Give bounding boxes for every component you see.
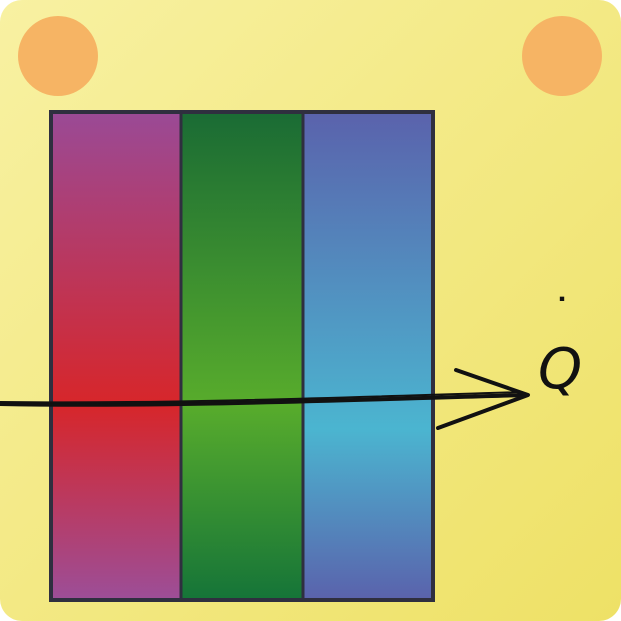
green-layer xyxy=(181,112,303,600)
layer-stack-border xyxy=(49,110,435,602)
q-label: Q xyxy=(538,337,582,402)
heat-rate-symbol: ˙ Q xyxy=(538,290,582,402)
layer-stack xyxy=(49,110,435,602)
corner-dot-right xyxy=(522,16,602,96)
heat-flow-arrow xyxy=(0,368,530,430)
corner-dot-left xyxy=(18,16,98,96)
red-layer xyxy=(51,112,181,600)
q-dot-accent: ˙ xyxy=(551,290,573,341)
blue-layer xyxy=(303,112,433,600)
